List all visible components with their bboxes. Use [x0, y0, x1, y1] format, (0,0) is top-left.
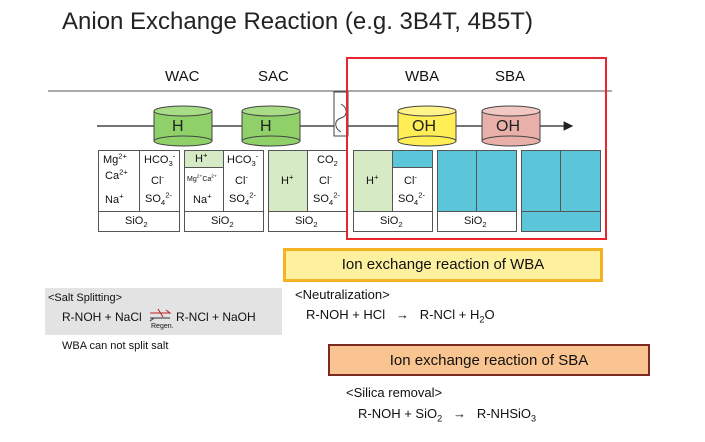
- degasser-tower: [333, 91, 349, 137]
- regen-label: Regen.: [151, 323, 174, 330]
- vessel-sac-label: H: [260, 118, 272, 135]
- vessel-wac: [153, 105, 213, 147]
- salt-splitting-note: WBA can not split salt: [62, 340, 169, 352]
- equilibrium-arrow-icon: [149, 308, 172, 322]
- salt-splitting-header: <Salt Splitting>: [48, 292, 122, 304]
- composition-box-wba: H+ Cl- SO42- SiO2: [353, 150, 433, 232]
- column-label-sac: SAC: [258, 68, 289, 85]
- salt-splitting-box: [45, 288, 282, 335]
- column-label-wac: WAC: [165, 68, 200, 85]
- vessel-wba: [397, 105, 457, 147]
- silica-right: R-NHSiO: [476, 406, 532, 421]
- vessel-wba-label: OH: [412, 118, 436, 135]
- page-title: Anion Exchange Reaction (e.g. 3B4T, 4B5T…: [62, 8, 533, 35]
- composition-box-raw: Mg2+ Ca2+ Na+ HCO3- Cl- SO42- SiO2: [98, 150, 180, 232]
- vessel-sac: [241, 105, 301, 147]
- wba-reaction-banner: Ion exchange reaction of WBA: [283, 248, 603, 282]
- neutralization-left: R-NOH + HCl: [306, 307, 386, 322]
- vessel-wac-label: H: [172, 118, 184, 135]
- composition-box-sac: H+ CO2 Cl- SO42- SiO2: [268, 150, 348, 232]
- process-flow-diagram: [48, 90, 612, 147]
- silica-removal-equation: R-NOH + SiO2 → R-NHSiO3: [358, 406, 537, 424]
- composition-box-sba-2: [521, 150, 601, 232]
- salt-splitting-left: R-NOH + NaCl: [62, 310, 142, 324]
- neutralization-header: <Neutralization>: [295, 287, 390, 302]
- silica-removal-header: <Silica removal>: [346, 385, 443, 400]
- column-label-wba: WBA: [405, 68, 440, 85]
- sba-reaction-banner: Ion exchange reaction of SBA: [328, 344, 650, 376]
- salt-splitting-right: R-NCl + NaOH: [176, 310, 256, 324]
- silica-arrow: →: [453, 406, 466, 421]
- composition-box-wac: H+ Mg2+Ca2+ Na+ HCO3- Cl- SO42- SiO2: [184, 150, 264, 232]
- vessel-sba: [481, 105, 541, 147]
- column-label-sba: SBA: [495, 68, 526, 85]
- neutralization-arrow: →: [395, 307, 409, 322]
- composition-box-sba-1: SiO2: [437, 150, 517, 232]
- silica-left: R-NOH + SiO: [358, 406, 438, 421]
- wba-sba-highlight-frame: [346, 57, 607, 240]
- vessel-sba-label: OH: [496, 118, 520, 135]
- neutralization-right: R-NCl + H: [419, 307, 480, 322]
- neutralization-equation: R-NOH + HCl → R-NCl + H2O: [306, 307, 495, 325]
